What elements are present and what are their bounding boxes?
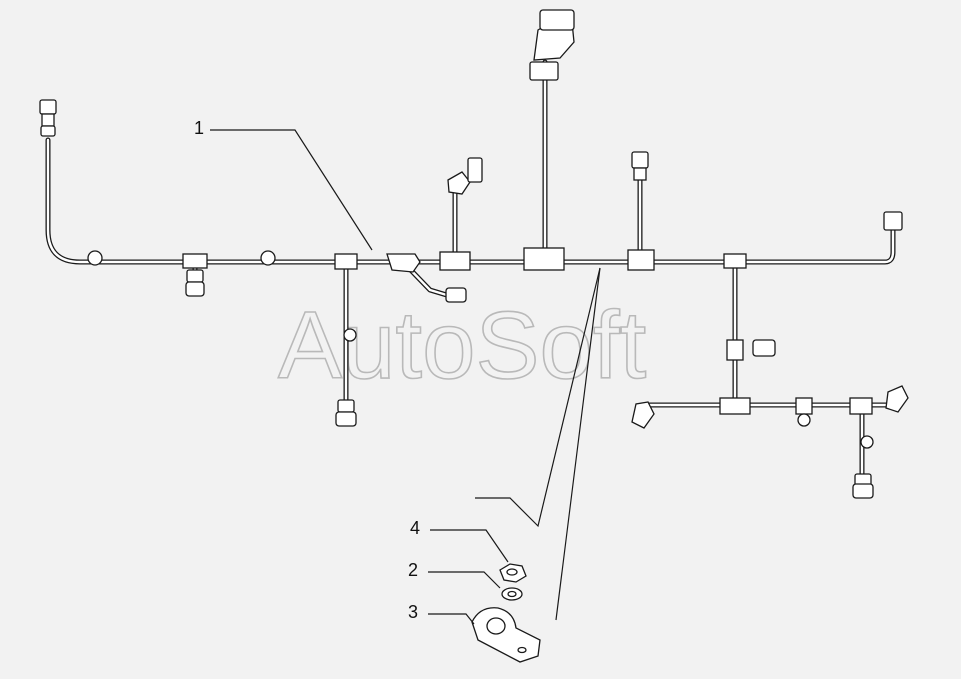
watermark: AutoSoft [278, 292, 646, 399]
bracket-assembly [471, 563, 541, 663]
leader-lines [210, 129, 601, 625]
callout-1: 1 [194, 118, 204, 138]
callout-2: 2 [408, 560, 418, 580]
harness-connectors [39, 9, 909, 499]
callout-4: 4 [410, 518, 420, 538]
harness-wires [45, 59, 903, 481]
callout-3: 3 [408, 602, 418, 622]
bracket-part [471, 607, 541, 663]
